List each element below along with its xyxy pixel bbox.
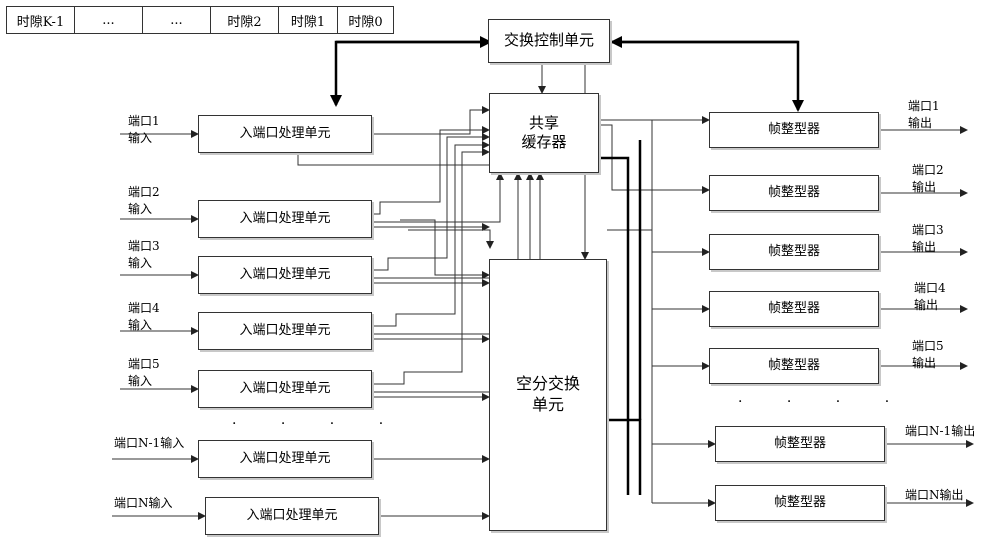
- framer-unit: 帧整型器: [709, 175, 879, 211]
- framer-unit: 帧整型器: [715, 485, 885, 521]
- ingress-to-buffer: [372, 133, 490, 271]
- timeslot-cell: 时隙2: [210, 6, 279, 34]
- ingress-to-switch: [408, 229, 494, 249]
- input-port-label: 端口N输入: [114, 496, 173, 510]
- space-switch-label: 空分交换: [515, 374, 580, 394]
- ingress-unit: 入端口处理单元: [198, 200, 372, 238]
- ingress-to-buffer: [372, 106, 490, 135]
- space-switch-label: 单元: [531, 395, 564, 414]
- ingress-to-buffer: [372, 141, 490, 327]
- output-port-label: 端口N-1输出: [905, 424, 976, 438]
- ingress-unit: 入端口处理单元: [198, 115, 372, 153]
- control-to-ingress: [330, 40, 488, 107]
- ingress-unit: 入端口处理单元: [198, 256, 372, 294]
- ingress-to-buffer-up: [372, 172, 504, 223]
- space-switch-unit: 空分交换单元: [489, 259, 607, 531]
- timeslot-cell: 时隙0: [337, 6, 394, 34]
- framer-unit: 帧整型器: [715, 426, 885, 462]
- ingress-ellipsis: · · · ·: [232, 416, 404, 432]
- framer-unit: 帧整型器: [709, 291, 879, 327]
- thick-switch-bus: [607, 418, 642, 495]
- ingress-to-buffer-up: [297, 153, 504, 174]
- shared-buffer-label: 缓存器: [521, 133, 567, 151]
- framer-unit: 帧整型器: [709, 348, 879, 384]
- ingress-unit: 入端口处理单元: [205, 497, 379, 535]
- timeslot-cell: ...: [142, 6, 211, 34]
- ingress-to-buffer: [372, 126, 490, 215]
- input-port-label: 端口N-1输入: [114, 436, 185, 450]
- ingress-unit: 入端口处理单元: [198, 370, 372, 408]
- framer-ellipsis: · · · ·: [738, 394, 910, 410]
- framer-unit: 帧整型器: [709, 112, 879, 148]
- shared-buffer: 共享缓存器: [489, 93, 599, 173]
- ingress-unit: 入端口处理单元: [198, 312, 372, 350]
- timeslot-cell: ...: [74, 6, 143, 34]
- framer-unit: 帧整型器: [709, 234, 879, 270]
- output-port-label: 端口N输出: [905, 488, 964, 502]
- thick-buffer-bus: [599, 156, 630, 495]
- timeslot-cell: 时隙K-1: [6, 6, 75, 34]
- control-to-framer: [610, 40, 804, 112]
- ingress-to-switch: [400, 219, 490, 279]
- switch-control-unit: 交换控制单元: [488, 19, 610, 63]
- shared-buffer-label: 共享: [528, 113, 559, 132]
- timeslot-cell: 时隙1: [278, 6, 338, 34]
- ingress-unit: 入端口处理单元: [198, 440, 372, 478]
- ingress-to-buffer: [372, 148, 490, 385]
